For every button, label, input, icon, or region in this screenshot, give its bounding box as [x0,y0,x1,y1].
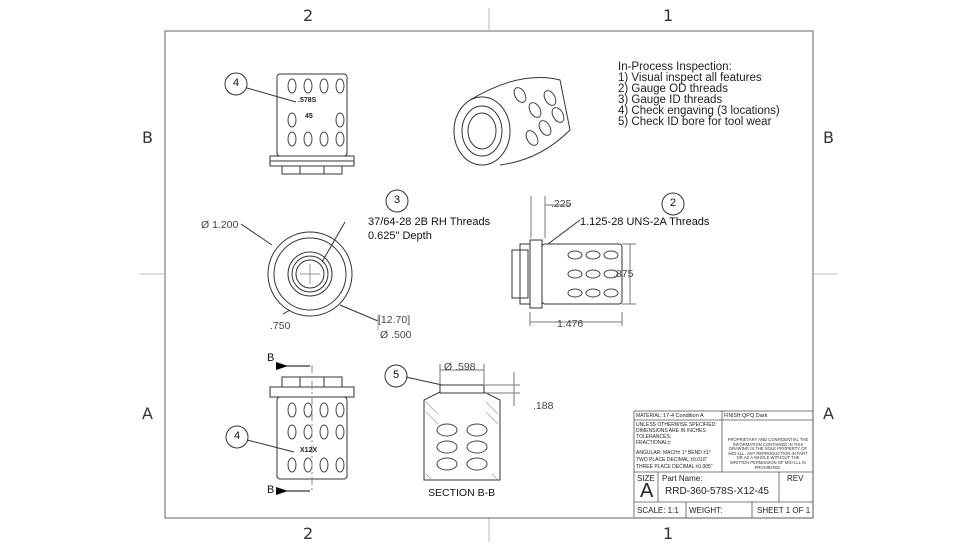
inspection-title: In-Process Inspection: [618,61,732,73]
balloon-2: 2 [669,197,677,209]
callout-id-depth: 0.625" Depth [368,230,432,242]
part-name-label: Part Name: [662,474,703,483]
sheet-value: SHEET 1 OF 1 [757,506,811,515]
section-view [405,364,520,481]
dim-od-1200: Ø 1.200 [201,219,239,231]
tolerance-note: UNLESS OTHERWISE SPECIFIED: [636,422,717,428]
engraving-line2: 45 [305,113,313,120]
side-view-bottom [246,362,355,495]
dim-1270: [12.70] [378,314,411,326]
part-name-value: RRD-360-578S-X12-45 [665,486,769,497]
inspection-item: 4) Check engaving (3 locations) [618,105,780,117]
inspection-notes: In-Process Inspection: 1) Visual inspect… [618,61,780,128]
balloon-4-top: 4 [232,77,240,89]
dim-875: .875 [613,268,634,280]
engraving-bottom: X12X [300,447,318,454]
callout-id-thread: 37/64-28 2B RH Threads [368,216,491,228]
scale-value: SCALE: 1:1 [637,506,679,515]
end-view [240,221,379,330]
title-block-grid [633,410,814,519]
side-view-right [511,196,636,326]
dim-598: Ø .598 [444,361,476,373]
dim-1476: 1.476 [557,318,584,330]
section-label: SECTION B-B [428,487,496,499]
rev-label: REV [787,474,804,483]
weight-label: WEIGHT: [689,506,723,515]
zone-2-bottom: 2 [303,524,314,543]
finish-label: FINISH: [724,413,742,419]
zone-a-right: A [823,404,834,423]
zone-1-bottom: 1 [663,524,674,543]
proprietary-notice: PROPRIETARY AND CONFIDENTIAL THE INFORMA… [727,437,809,470]
tolerance-note: DIMENSIONS ARE IN INCHES [636,428,706,434]
tolerance-three-place: THREE PLACE DECIMAL ±0.005" [636,464,713,470]
size-value: A [640,480,654,502]
zone-b-left: B [142,128,153,147]
tolerance-angular: ANGULAR: MACH± 1° BEND ±1° [636,450,711,456]
material-value: 17-4 Condition A [663,413,704,419]
zone-1-top: 1 [663,6,674,25]
isometric-view [453,77,571,166]
inspection-item: 3) Gauge ID threads [618,94,723,106]
tolerance-note: TOLERANCES: [636,434,672,440]
inspection-item: 1) Visual inspect all features [618,72,762,84]
section-arrow-top-label: B [267,352,275,364]
dim-750: .750 [270,320,291,332]
side-view-top [246,73,355,175]
finish-value: QPQ Dark [742,413,768,419]
dim-188: .188 [533,400,554,412]
balloon-circles [224,72,685,449]
callout-od-thread: 1.125-28 UNS-2A Threads [580,216,710,228]
material-label: MATERIAL: [636,413,663,419]
section-arrow-bottom-label: B [267,484,275,496]
balloon-4-bottom: 4 [233,430,241,442]
balloon-3: 3 [393,194,401,206]
zone-b-right: B [823,128,834,147]
zone-a-left: A [142,404,153,423]
zone-2-top: 2 [303,6,314,25]
zone-ticks [140,8,838,542]
balloon-5: 5 [392,369,400,381]
inspection-item: 2) Gauge OD threads [618,83,728,95]
sheet-border [164,30,814,519]
tolerance-two-place: TWO PLACE DECIMAL ±0.010" [636,457,708,463]
inspection-item: 5) Check ID bore for tool wear [618,116,772,128]
dim-id-500: Ø .500 [380,329,412,341]
engraving-line1: .578S [298,97,317,104]
size-label: SIZE [637,474,655,483]
dim-225: .225 [551,198,572,210]
tolerance-note: FRACTIONAL± [636,440,671,446]
